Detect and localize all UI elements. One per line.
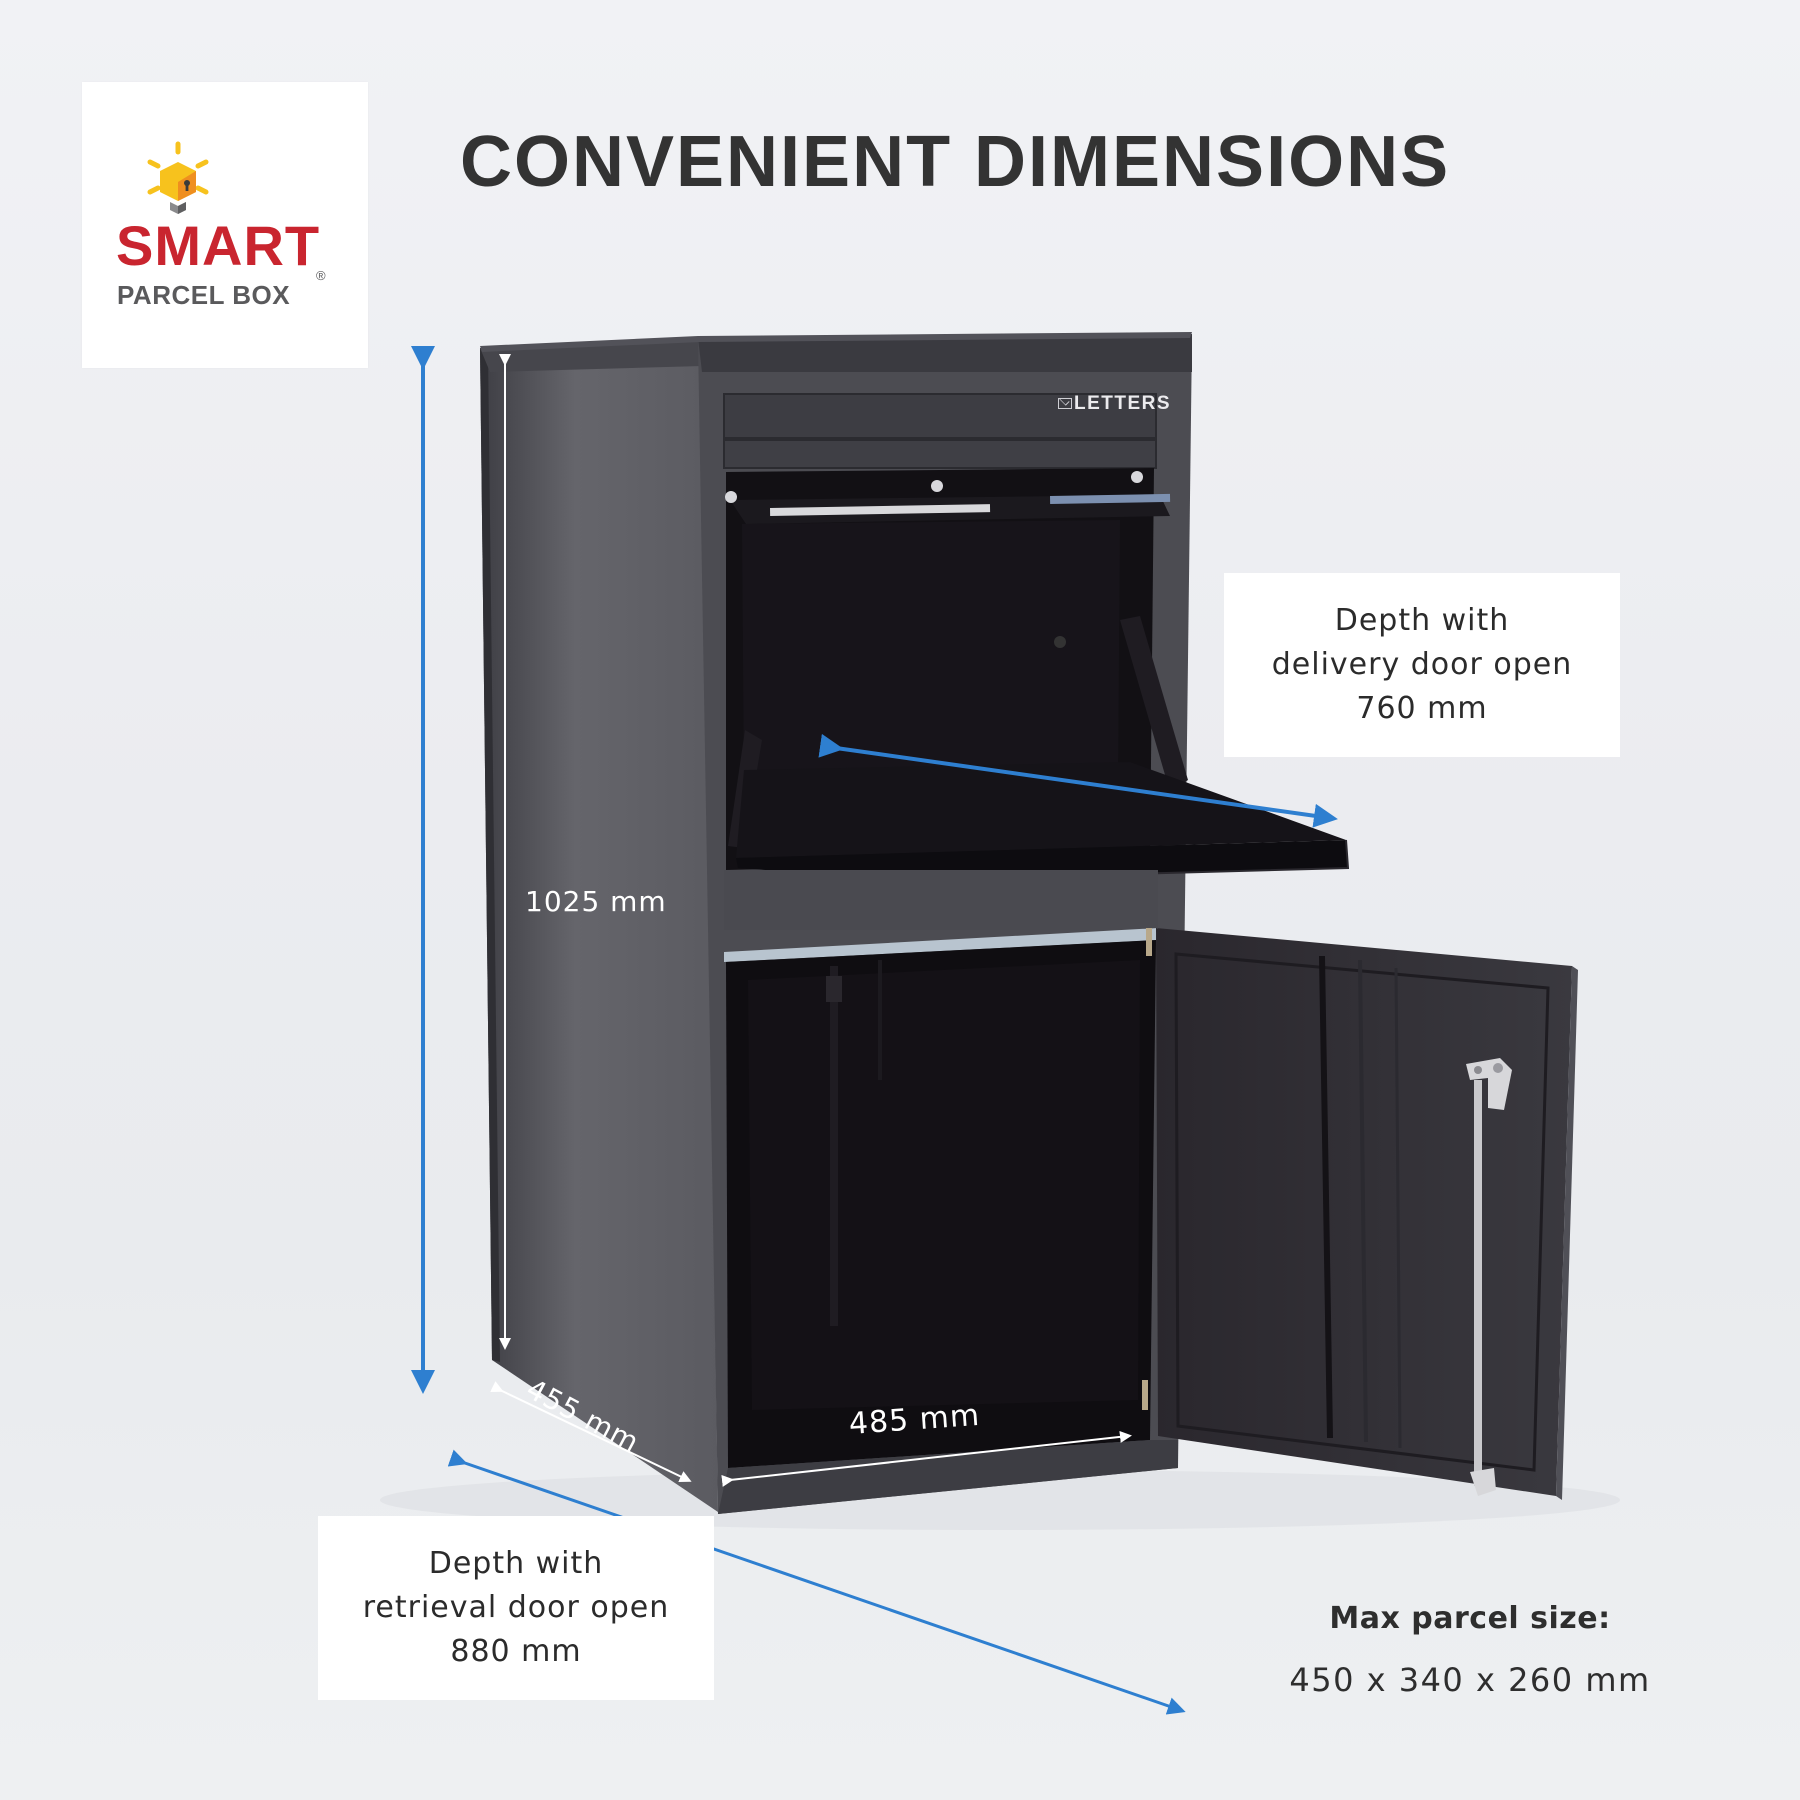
registered-mark: ® bbox=[316, 268, 326, 283]
callout-line: Depth with bbox=[1334, 603, 1510, 638]
max-parcel-size: Max parcel size: 450 x 340 x 260 mm bbox=[1250, 1601, 1690, 1699]
delivery-door-depth-callout: Depth with delivery door open 760 mm bbox=[1224, 573, 1620, 757]
brand-name-top: SMART bbox=[116, 214, 321, 277]
letters-slot-label: LETTERS bbox=[1074, 393, 1172, 414]
callout-line: delivery door open bbox=[1271, 647, 1573, 682]
callout-value: 880 mm bbox=[450, 1634, 582, 1669]
height-dimension-label: 1025 mm bbox=[525, 885, 667, 918]
envelope-icon bbox=[1058, 398, 1072, 409]
max-parcel-value: 450 x 340 x 260 mm bbox=[1289, 1661, 1651, 1699]
brand-logo: SMART PARCEL BOX ® bbox=[82, 82, 368, 368]
brand-name-bottom: PARCEL BOX bbox=[117, 280, 291, 310]
max-parcel-title: Max parcel size: bbox=[1329, 1601, 1611, 1636]
callout-line: Depth with bbox=[428, 1546, 604, 1581]
page-title: CONVENIENT DIMENSIONS bbox=[460, 122, 1451, 202]
lightbulb-padlock-cube-icon bbox=[147, 141, 209, 214]
callout-value: 760 mm bbox=[1356, 691, 1488, 726]
width-dimension-label: 485 mm bbox=[847, 1397, 982, 1442]
retrieval-door-depth-callout: Depth with retrieval door open 880 mm bbox=[318, 1516, 714, 1700]
callout-line: retrieval door open bbox=[362, 1590, 670, 1625]
